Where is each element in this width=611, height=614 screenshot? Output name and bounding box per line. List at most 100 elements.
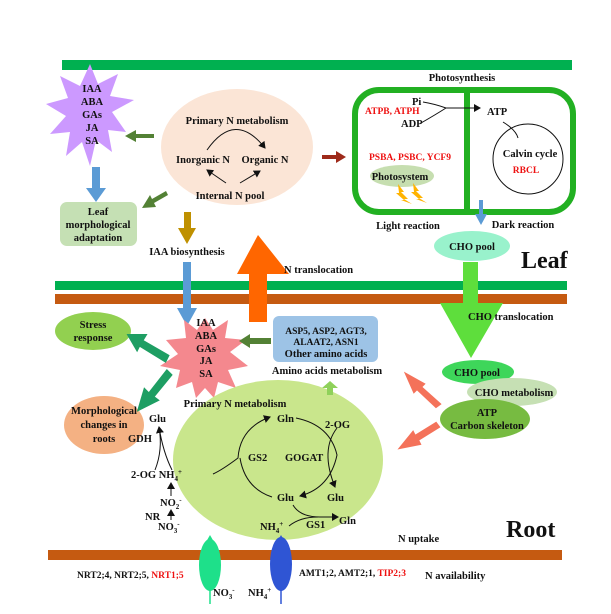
- svg-text:Dark reaction: Dark reaction: [492, 220, 555, 231]
- svg-text:GS2: GS2: [248, 453, 267, 464]
- arrow-iaa-to-root: [177, 262, 197, 326]
- svg-text:NO3-: NO3-: [158, 520, 180, 535]
- svg-text:Calvin cycle: Calvin cycle: [503, 149, 558, 160]
- nitrate-label: NO3-: [213, 586, 235, 601]
- n-availability-label: N availability: [425, 571, 486, 582]
- svg-text:IAA: IAA: [82, 84, 102, 95]
- nitrate-transporter: [199, 535, 221, 604]
- svg-text:ATP: ATP: [477, 408, 498, 419]
- lightning-icon: [411, 183, 427, 203]
- ammonium-label: NH4+: [248, 586, 271, 601]
- photosynthesis-chloroplast: Photosynthesis Pi ATPB, ATPH ADP ATP Cal…: [352, 73, 576, 232]
- leaf-bottom-membrane: [55, 281, 567, 290]
- root-top-membrane: [55, 294, 567, 304]
- svg-text:Gln: Gln: [277, 414, 294, 425]
- root-hormones-star: IAA ABA GAs JA SA: [160, 318, 248, 398]
- svg-text:Primary N metabolism: Primary N metabolism: [186, 116, 289, 127]
- svg-text:Photosynthesis: Photosynthesis: [429, 73, 496, 84]
- arrow-to-stress: [126, 334, 170, 363]
- arrow-to-leaf-hormones: [125, 130, 154, 142]
- root-bottom-membrane: [48, 550, 562, 560]
- amt-genes: AMT1;2, AMT2;1, TIP2;3: [299, 569, 406, 579]
- svg-text:ABA: ABA: [195, 331, 218, 342]
- leaf-morph-box: Leaf morphological adaptation: [60, 202, 137, 246]
- svg-text:Photosystem: Photosystem: [372, 172, 429, 183]
- svg-text:GDH: GDH: [128, 434, 152, 445]
- leaf-primary-n-metabolism: Primary N metabolism Inorganic N Organic…: [161, 89, 313, 205]
- leaf-hormones-star: IAA ABA GAs JA SA: [46, 64, 134, 166]
- svg-text:JA: JA: [86, 123, 99, 134]
- svg-text:Gln: Gln: [339, 516, 356, 527]
- arrow-iaa-biosynthesis: [178, 212, 196, 244]
- arrow-to-cho-pool: [475, 200, 487, 225]
- svg-text:adaptation: adaptation: [74, 233, 123, 244]
- svg-text:Internal N pool: Internal N pool: [196, 191, 265, 202]
- svg-text:CHO pool: CHO pool: [454, 368, 500, 379]
- svg-text:NH4+: NH4+: [260, 520, 283, 535]
- n-uptake-label: N uptake: [398, 534, 439, 545]
- svg-text:Other amino acids: Other amino acids: [285, 349, 368, 360]
- arrow-to-morph-roots: [136, 368, 173, 412]
- svg-text:2-OG NH4+: 2-OG NH4+: [131, 468, 182, 483]
- svg-text:ATPB, ATPH: ATPB, ATPH: [365, 107, 420, 117]
- svg-text:JA: JA: [200, 356, 213, 367]
- svg-text:Light reaction: Light reaction: [376, 221, 440, 232]
- n-translocation-label: N translocation: [284, 265, 353, 276]
- svg-text:GAs: GAs: [196, 344, 216, 355]
- morphological-changes-roots: Morphological changes in roots: [64, 396, 144, 454]
- svg-text:Glu: Glu: [149, 414, 166, 425]
- svg-text:NR: NR: [145, 512, 161, 523]
- leaf-label: Leaf: [521, 248, 569, 274]
- svg-text:SA: SA: [199, 369, 213, 380]
- svg-text:ADP: ADP: [401, 119, 423, 130]
- stress-response: Stress response: [55, 312, 131, 350]
- root-cho-pool: CHO pool: [442, 360, 514, 384]
- svg-text:RBCL: RBCL: [513, 166, 539, 176]
- atp-carbon-skeleton: ATP Carbon skeleton: [440, 399, 530, 439]
- lightning-icon: [396, 184, 412, 204]
- svg-text:NO2-: NO2-: [160, 496, 182, 511]
- svg-text:PSBA, PSBC, YCF9: PSBA, PSBC, YCF9: [369, 153, 451, 163]
- nrt-genes: NRT2;4, NRT2;5, NRT1;5: [77, 571, 184, 581]
- svg-text:SA: SA: [85, 136, 99, 147]
- arrow-cho-translocation: [440, 262, 503, 358]
- svg-text:morphological: morphological: [66, 220, 131, 231]
- svg-text:Primary N metabolism: Primary N metabolism: [184, 399, 287, 410]
- arrow-carbon-to-primary-n: [397, 421, 441, 450]
- svg-text:Organic N: Organic N: [242, 155, 289, 166]
- svg-text:2-OG: 2-OG: [325, 420, 350, 431]
- svg-text:Stress: Stress: [80, 320, 107, 331]
- svg-text:GOGAT: GOGAT: [285, 453, 323, 464]
- amino-acids-box: ASP5, ASP2, AGT3, ALAAT2, ASN1 Other ami…: [273, 316, 378, 362]
- svg-text:Glu: Glu: [327, 493, 344, 504]
- svg-text:GAs: GAs: [82, 110, 102, 121]
- svg-text:ALAAT2, ASN1: ALAAT2, ASN1: [293, 338, 359, 348]
- iaa-biosynthesis-label: IAA biosynthesis: [149, 247, 225, 258]
- svg-text:Morphological: Morphological: [71, 406, 137, 417]
- svg-text:roots: roots: [93, 434, 116, 445]
- svg-text:Leaf: Leaf: [88, 207, 109, 218]
- svg-text:Inorganic N: Inorganic N: [176, 155, 230, 166]
- leaf-cho-pool: CHO pool: [434, 231, 510, 261]
- leaf-top-membrane: [62, 60, 572, 70]
- arrow-to-photosynthesis: [322, 151, 346, 163]
- svg-text:IAA: IAA: [196, 318, 216, 329]
- svg-text:Pi: Pi: [412, 97, 421, 108]
- cho-metabolism: CHO metabolism: [467, 378, 557, 406]
- svg-text:ABA: ABA: [81, 97, 104, 108]
- root-primary-n-metabolism: Primary N metabolism Glu GDH 2-OG NH4+ N…: [128, 380, 383, 540]
- svg-text:GS1: GS1: [306, 520, 325, 531]
- svg-text:CHO metabolism: CHO metabolism: [475, 388, 554, 399]
- amino-metabolism-label: Amino acids metabolism: [272, 366, 383, 377]
- ammonium-transporter: [270, 535, 292, 604]
- arrow-hormones-to-morph: [86, 167, 106, 202]
- arrow-n-translocation: [237, 235, 289, 322]
- svg-text:Glu: Glu: [277, 493, 294, 504]
- svg-text:ATP: ATP: [487, 107, 508, 118]
- svg-text:CHO pool: CHO pool: [449, 242, 495, 253]
- cho-translocation-label: CHO translocation: [468, 312, 554, 323]
- arrow-amino-to-hormones: [239, 334, 271, 348]
- arrow-to-amino: [322, 381, 338, 395]
- svg-text:response: response: [74, 333, 113, 344]
